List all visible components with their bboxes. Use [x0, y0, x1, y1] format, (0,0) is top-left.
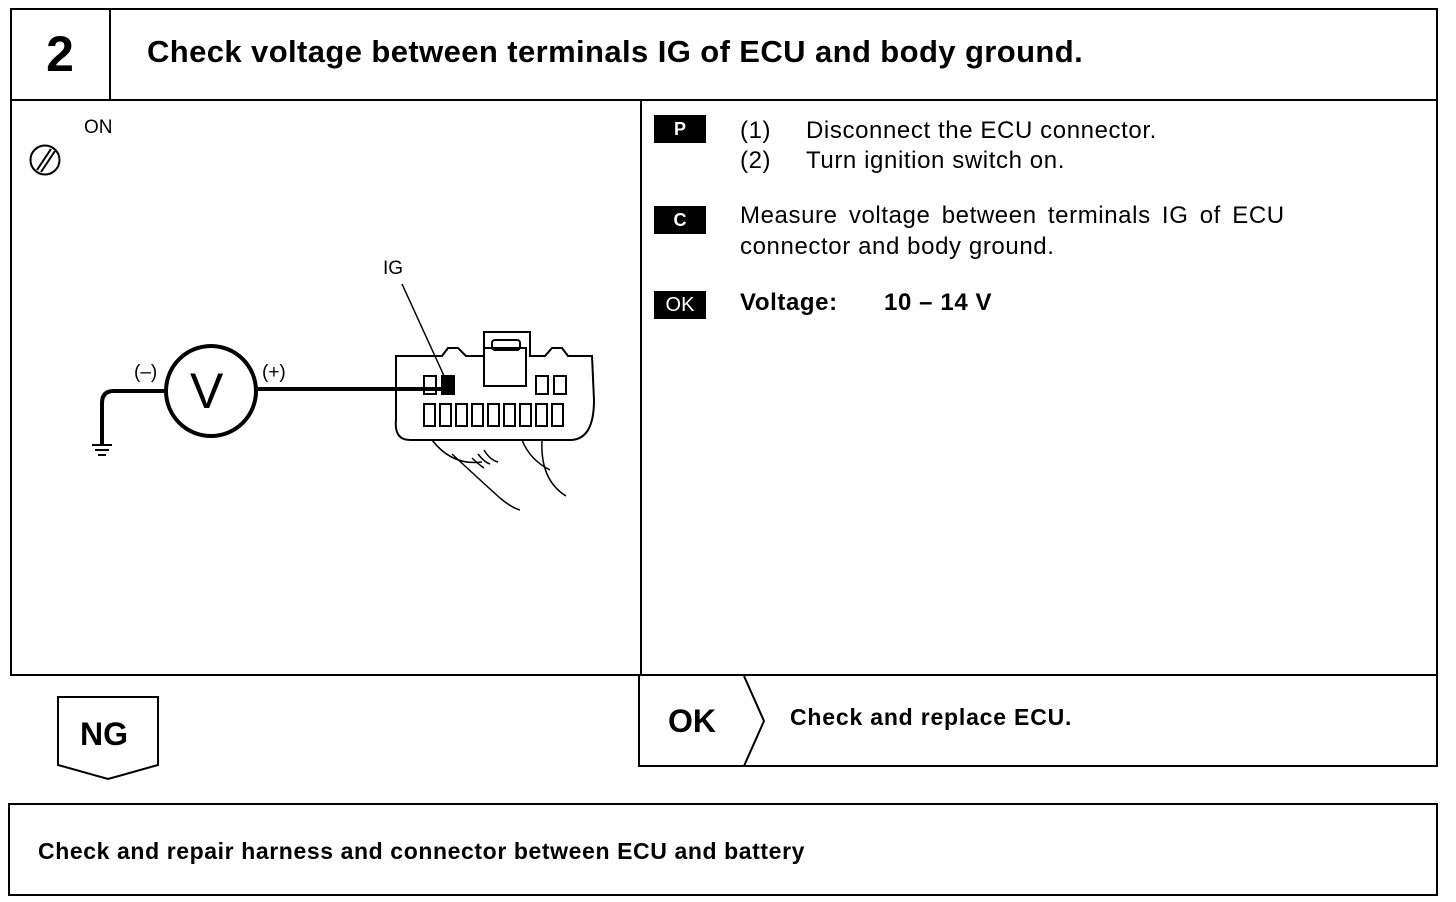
check-instruction-line-2: connector and body ground.	[740, 233, 1055, 260]
procedure-panel	[640, 99, 1438, 676]
step-title: Check voltage between terminals IG of EC…	[147, 34, 1084, 69]
ng-arrow-box	[57, 696, 159, 781]
voltmeter-connector-diagram	[92, 283, 596, 511]
ok-result-action: Check and replace ECU.	[790, 704, 1073, 730]
ig-terminal-label: IG	[383, 258, 404, 279]
ignition-switch-icon	[29, 144, 61, 176]
ok-arrow-divider	[743, 676, 766, 766]
ng-action-box	[8, 803, 1438, 896]
prep-badge: P	[654, 115, 706, 143]
spec-label: Voltage:	[740, 289, 838, 316]
step-number: 2	[46, 26, 74, 82]
prep-step-1-text: Disconnect the ECU connector.	[806, 117, 1157, 144]
negative-lead-label: (–)	[134, 362, 158, 383]
spec-value: 10 – 14 V	[884, 289, 993, 316]
prep-step-2-number: (2)	[740, 147, 772, 174]
ng-result-label: NG	[80, 716, 128, 752]
ignition-on-label: ON	[84, 117, 113, 138]
ng-result-action: Check and repair harness and connector b…	[38, 838, 806, 864]
ok-result-box	[638, 674, 1438, 767]
ok-result-label: OK	[668, 703, 716, 739]
voltmeter-symbol: V	[190, 363, 224, 419]
ok-spec-badge: OK	[654, 291, 706, 319]
prep-step-2-text: Turn ignition switch on.	[806, 147, 1065, 174]
positive-lead-label: (+)	[262, 362, 286, 383]
check-instruction-line-1: Measure voltage between terminals IG of …	[740, 202, 1285, 229]
check-badge: C	[654, 206, 706, 234]
prep-step-1-number: (1)	[740, 117, 772, 144]
